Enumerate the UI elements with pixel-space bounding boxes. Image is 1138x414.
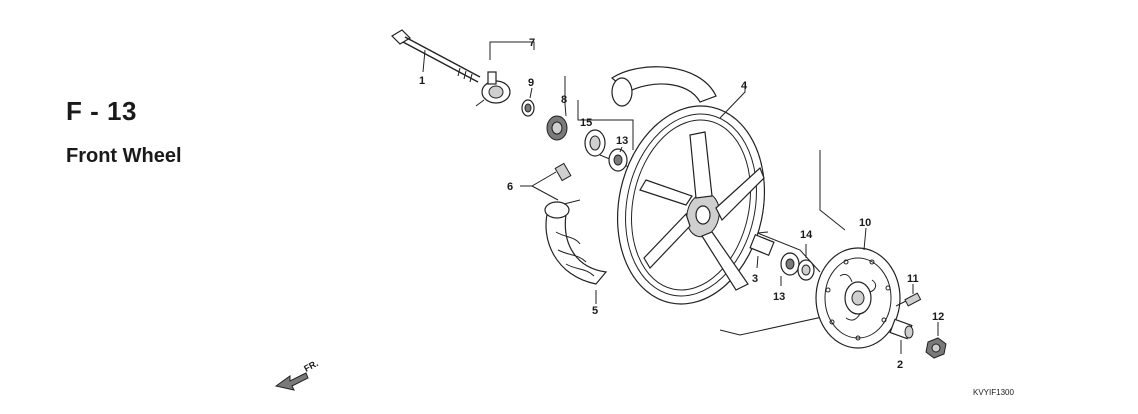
speedometer-gear <box>546 115 568 141</box>
front-tire <box>544 201 608 285</box>
front-wheel-rim <box>616 105 766 305</box>
distance-collar <box>749 233 775 257</box>
oil-seal <box>797 259 815 281</box>
direction-marker: FR. <box>302 358 319 374</box>
callout-14: 14 <box>800 229 813 241</box>
callout-11: 11 <box>907 273 919 285</box>
callout-5: 5 <box>592 305 598 317</box>
callout-12: 12 <box>932 311 944 323</box>
callout-2: 2 <box>897 359 903 371</box>
callout-15: 15 <box>580 117 592 129</box>
tire-valve <box>554 162 572 182</box>
callout-13-lower: 13 <box>773 291 785 303</box>
disc-bolt <box>895 292 922 307</box>
callout-13-upper: 13 <box>616 135 628 147</box>
section-code: F - 13 <box>66 96 137 126</box>
callout-7: 7 <box>529 37 535 49</box>
tire-section-upper <box>611 66 717 107</box>
callout-6: 6 <box>507 181 513 193</box>
bearing-upper <box>608 148 628 172</box>
bearing-left <box>584 129 606 157</box>
side-collar <box>889 318 914 340</box>
speedometer-gearbox <box>475 71 511 107</box>
callout-1: 1 <box>419 75 425 87</box>
axle-nut <box>925 337 947 359</box>
dust-seal <box>521 99 535 117</box>
callout-10: 10 <box>859 217 871 229</box>
section-title: Front Wheel <box>66 145 182 167</box>
front-direction-arrow-icon <box>274 372 309 391</box>
callout-4: 4 <box>741 80 748 92</box>
drawing-reference: KVYIF1300 <box>973 388 1014 397</box>
bearing-lower <box>780 252 800 276</box>
callout-8: 8 <box>561 94 567 106</box>
brake-disc <box>815 247 901 349</box>
callout-9: 9 <box>528 77 534 89</box>
callout-3: 3 <box>752 273 758 285</box>
axle-bolt <box>391 29 481 83</box>
